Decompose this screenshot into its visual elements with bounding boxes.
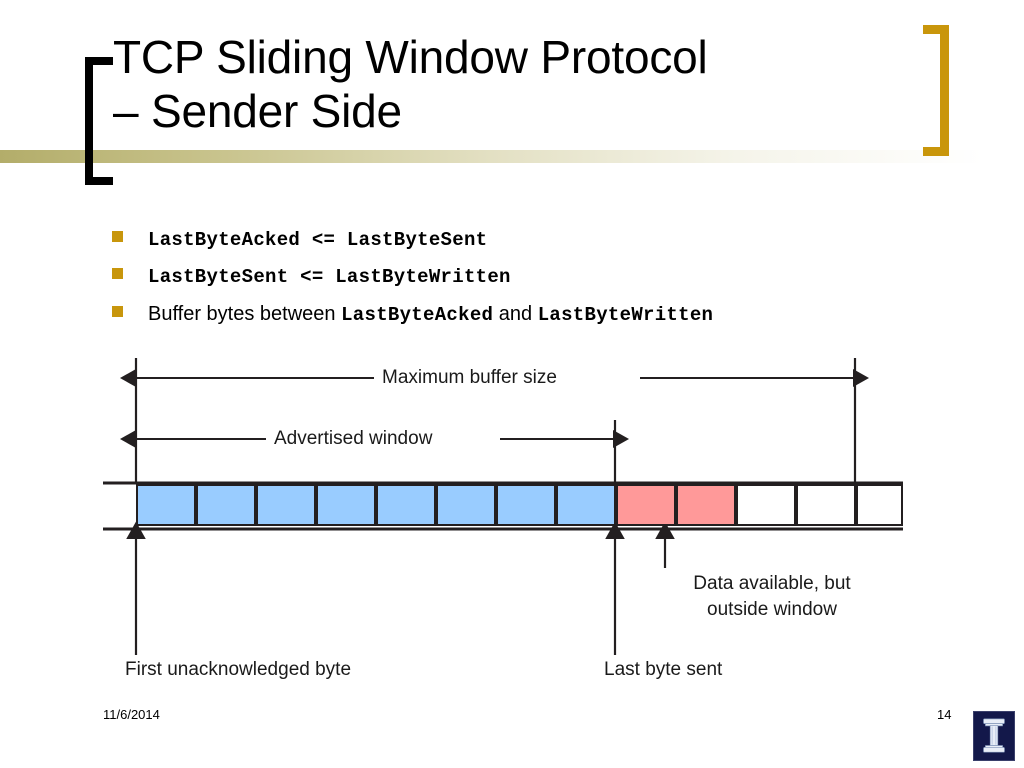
bullet-text: Buffer bytes between LastByteAcked and L… xyxy=(148,302,942,327)
slide-number: 14 xyxy=(937,707,952,722)
decorative-right-bracket xyxy=(923,25,949,156)
label-maximum-buffer-size: Maximum buffer size xyxy=(374,366,565,389)
list-item: LastByteSent <= LastByteWritten xyxy=(112,265,942,289)
buffer-cell-in-window xyxy=(436,484,496,526)
list-item: Buffer bytes between LastByteAcked and L… xyxy=(112,302,942,327)
list-item: LastByteAcked <= LastByteSent xyxy=(112,228,942,252)
buffer-cell-in-window xyxy=(316,484,376,526)
title-divider-gradient xyxy=(0,150,1024,163)
bullet-text-part: and xyxy=(493,303,538,325)
buffer-cell-in-window xyxy=(376,484,436,526)
illinois-block-i-logo xyxy=(973,711,1015,761)
buffer-cell-empty xyxy=(796,484,856,526)
page-title: TCP Sliding Window Protocol – Sender Sid… xyxy=(113,31,708,137)
footer-date: 11/6/2014 xyxy=(103,707,160,722)
buffer-cell-in-window xyxy=(136,484,196,526)
bullet-square-icon xyxy=(112,231,123,242)
buffer-cell-in-window xyxy=(196,484,256,526)
bullet-text-part-code: LastByteWritten xyxy=(537,304,714,326)
bullet-text: LastByteAcked <= LastByteSent xyxy=(148,229,488,251)
label-first-unacknowledged-byte: First unacknowledged byte xyxy=(125,658,352,681)
buffer-cell-outside-window xyxy=(676,484,736,526)
buffer-cell-empty xyxy=(856,484,903,526)
label-data-available-outside-window: Data available, but outside window xyxy=(652,571,892,623)
buffer-cell-in-window xyxy=(256,484,316,526)
buffer-cell-in-window xyxy=(556,484,616,526)
bullet-text: LastByteSent <= LastByteWritten xyxy=(148,266,511,288)
bullet-text-part-code: LastByteAcked xyxy=(341,304,494,326)
buffer-cell-empty xyxy=(736,484,796,526)
bullet-square-icon xyxy=(112,268,123,279)
label-advertised-window: Advertised window xyxy=(266,427,441,450)
decorative-left-bracket xyxy=(85,57,113,185)
buffer-cell-outside-window xyxy=(616,484,676,526)
bullet-list: LastByteAcked <= LastByteSent LastByteSe… xyxy=(112,228,942,340)
bullet-square-icon xyxy=(112,306,123,317)
bullet-text-part: Buffer bytes between xyxy=(148,303,342,325)
label-last-byte-sent: Last byte sent xyxy=(604,658,723,681)
buffer-cell-in-window xyxy=(496,484,556,526)
